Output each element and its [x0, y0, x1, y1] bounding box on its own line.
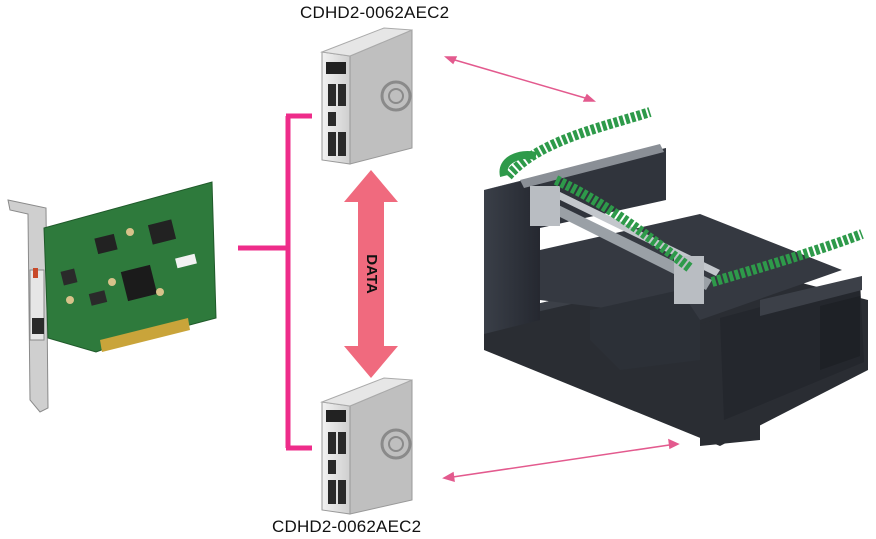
drive-bottom-label: CDHD2-0062AEC2 — [272, 517, 422, 536]
connector-arrow-top — [443, 56, 597, 102]
data-double-arrow — [344, 170, 398, 378]
pcie-controller-card-image — [7, 181, 217, 413]
servo-drive-bottom-image — [320, 377, 413, 515]
network-bracket-line — [238, 113, 312, 451]
data-label: DATA — [363, 254, 380, 294]
drive-top-label: CDHD2-0062AEC2 — [300, 3, 450, 22]
connector-arrow-bottom — [442, 438, 680, 483]
gantry-machine-image — [484, 107, 868, 446]
servo-drive-top-image — [320, 27, 413, 165]
